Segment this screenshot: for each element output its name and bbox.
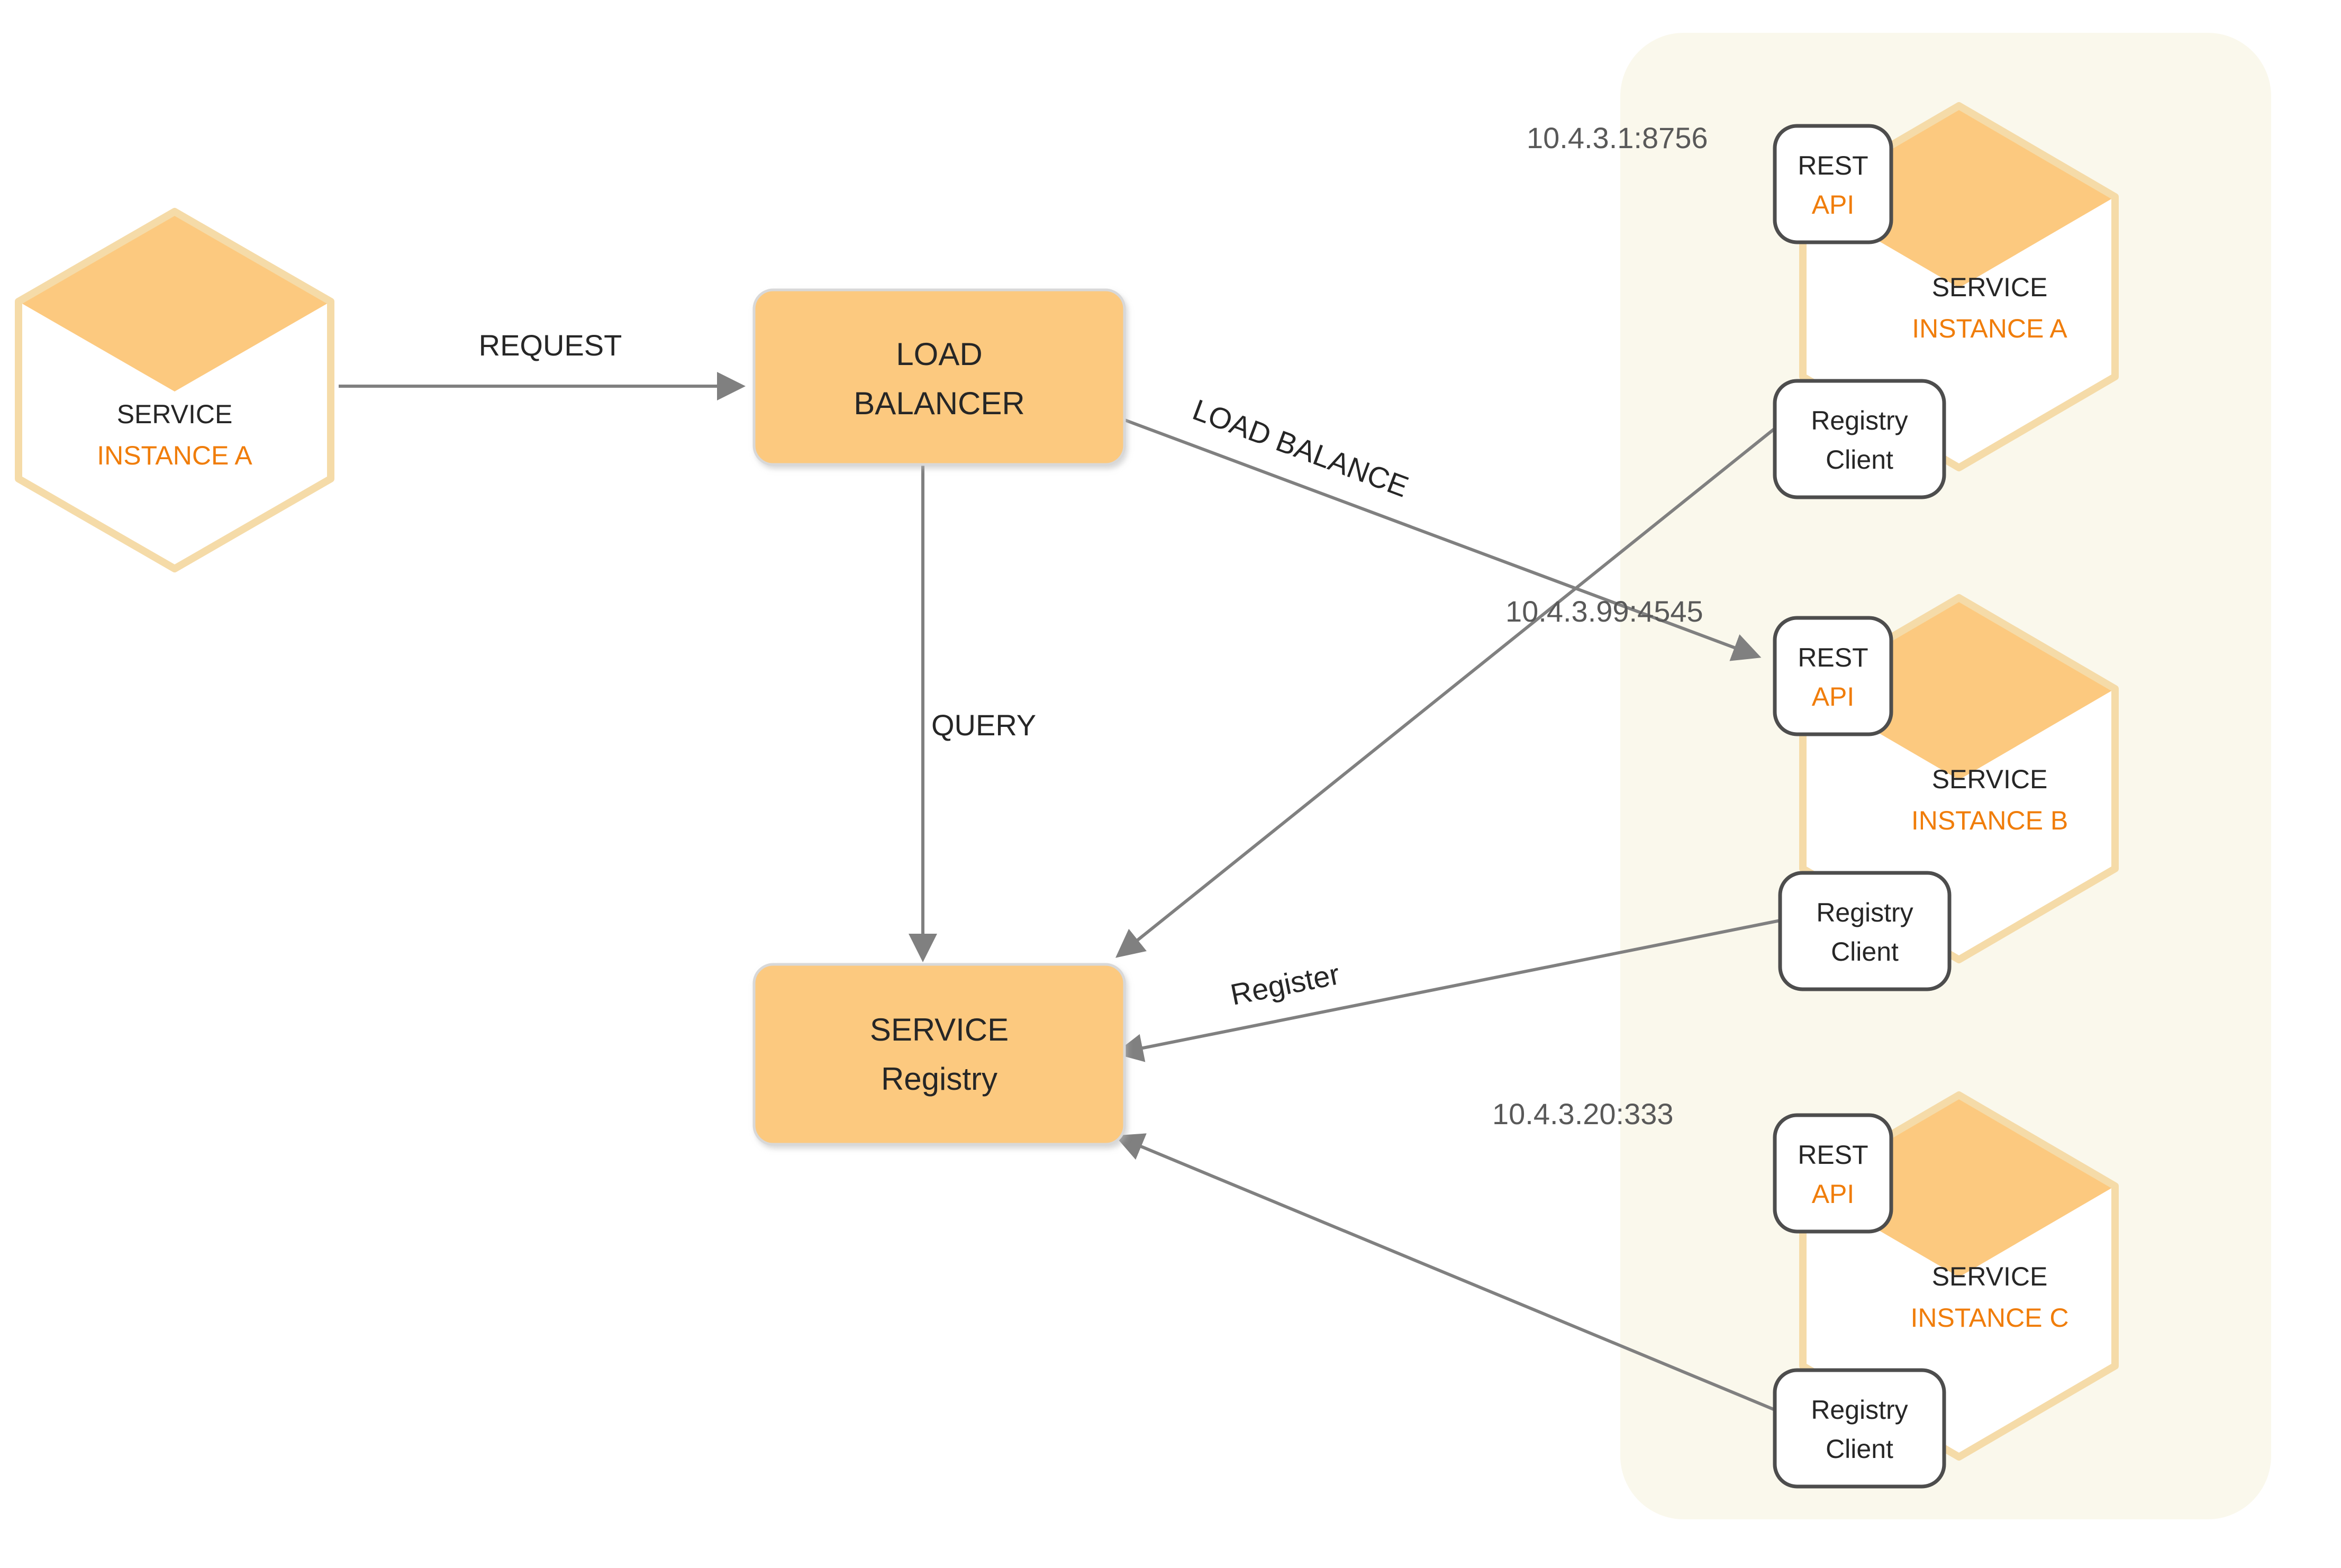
edge-label-register: Register <box>1228 957 1342 1011</box>
instance-b-hex-line1: SERVICE <box>1932 764 2048 794</box>
load-balancer-line1: LOAD <box>896 336 982 372</box>
instance-a-hex-line1: SERVICE <box>1932 272 2048 302</box>
instance-a: 10.4.3.1:8756 SERVICE INSTANCE A REST AP… <box>1527 102 2119 499</box>
instance-b-registry-client-line2: Client <box>1831 937 1899 967</box>
instance-c-registry-client-line2: Client <box>1826 1434 1893 1464</box>
edge-request: REQUEST <box>339 329 746 400</box>
instance-b-rest-api[interactable]: REST API <box>1773 616 1893 736</box>
edge-register-a <box>1115 427 1776 958</box>
instance-b-rest-api-line2: API <box>1812 682 1855 712</box>
instance-a-rest-api[interactable]: REST API <box>1773 124 1893 244</box>
load-balancer[interactable]: LOAD BALANCER <box>752 288 1126 466</box>
instance-a-hex-line2: INSTANCE A <box>1912 314 2067 343</box>
client-hex-line1: SERVICE <box>117 399 233 429</box>
instance-a-registry-client-line1: Registry <box>1811 406 1908 435</box>
instance-a-registry-client[interactable]: Registry Client <box>1773 379 1946 499</box>
instance-a-rest-api-line2: API <box>1812 190 1855 220</box>
edge-register-c <box>1114 1133 1776 1411</box>
instance-c-address: 10.4.3.20:333 <box>1492 1097 1674 1131</box>
client-hex-line2: INSTANCE A <box>97 441 252 470</box>
edge-label-query: QUERY <box>931 708 1036 742</box>
instance-b-hex-line2: INSTANCE B <box>1911 806 2068 835</box>
instance-c-hex-line2: INSTANCE C <box>1910 1303 2068 1333</box>
instance-c-rest-api-line2: API <box>1812 1179 1855 1209</box>
service-registry-line2: Registry <box>881 1061 997 1097</box>
instance-b-registry-client-line1: Registry <box>1816 898 1913 927</box>
edge-query: QUERY <box>909 466 1036 962</box>
instance-c-rest-api-line1: REST <box>1798 1140 1868 1170</box>
instance-a-registry-client-line2: Client <box>1826 445 1893 475</box>
edge-label-request: REQUEST <box>479 329 622 362</box>
instance-c: 10.4.3.20:333 SERVICE INSTANCE C REST AP… <box>1492 1091 2119 1489</box>
instance-c-registry-client-line1: Registry <box>1811 1395 1908 1425</box>
instance-c-rest-api[interactable]: REST API <box>1773 1113 1893 1234</box>
instance-b-rest-api-line1: REST <box>1798 643 1868 672</box>
service-registry-line1: SERVICE <box>870 1012 1009 1047</box>
service-registry[interactable]: SERVICE Registry <box>752 963 1126 1146</box>
instance-b-registry-client[interactable]: Registry Client <box>1778 871 1952 991</box>
instance-c-registry-client[interactable]: Registry Client <box>1773 1368 1946 1489</box>
service-instance-client[interactable]: SERVICE INSTANCE A <box>15 208 334 572</box>
instance-b-address: 10.4.3.99:4545 <box>1505 595 1703 628</box>
instance-a-rest-api-line1: REST <box>1798 151 1868 180</box>
instance-a-address: 10.4.3.1:8756 <box>1527 121 1708 154</box>
load-balancer-line2: BALANCER <box>854 386 1024 421</box>
instance-c-hex-line1: SERVICE <box>1932 1262 2048 1291</box>
instance-b: 10.4.3.99:4545 SERVICE INSTANCE B REST A… <box>1505 594 2119 991</box>
